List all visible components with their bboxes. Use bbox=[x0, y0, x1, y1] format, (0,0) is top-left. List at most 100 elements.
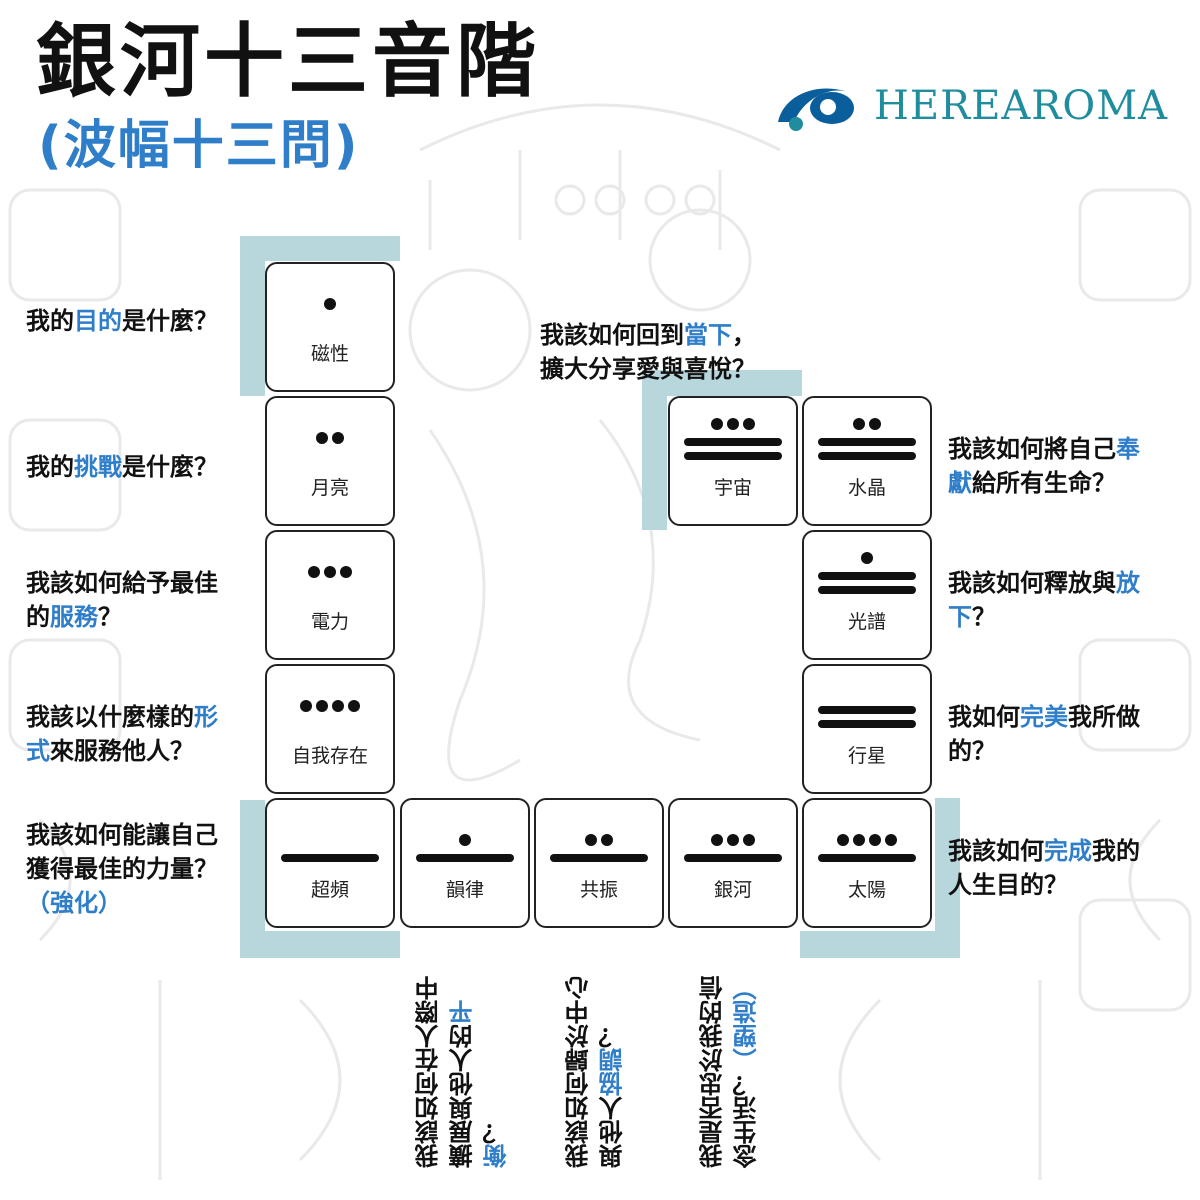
tone-card-4: 自我存在 bbox=[265, 664, 395, 794]
question-text: 獲得最佳的力量？ bbox=[26, 855, 218, 883]
tone-card-11: 光譜 bbox=[802, 530, 932, 660]
tone-name: 電力 bbox=[310, 611, 349, 633]
question-keyword: 平 bbox=[449, 1000, 477, 1024]
highlight-bracket bbox=[800, 931, 960, 958]
bar-mark bbox=[818, 586, 916, 594]
dot-mark bbox=[585, 834, 597, 846]
question-keyword: 放 bbox=[1116, 569, 1140, 597]
dot-mark bbox=[861, 552, 873, 564]
question-keyword: 衡 bbox=[483, 1144, 511, 1168]
tone-card-12: 水晶 bbox=[802, 396, 932, 526]
page-subtitle: (波幅十三問) bbox=[38, 116, 360, 176]
bar-mark bbox=[818, 452, 916, 460]
tone-glyph-icon bbox=[416, 834, 514, 862]
dot-mark bbox=[316, 700, 328, 712]
dot-mark bbox=[332, 700, 344, 712]
tone-card-9: 太陽 bbox=[802, 798, 932, 928]
bar-mark bbox=[818, 854, 916, 862]
tone-card-2: 月亮 bbox=[265, 396, 395, 526]
question-4: 我該以什麼樣的形 式來服務他人？ bbox=[26, 700, 218, 768]
tone-name: 銀河 bbox=[713, 879, 752, 901]
tone-glyph-icon bbox=[818, 706, 916, 728]
question-2: 我的挑戰是什麼？ bbox=[26, 450, 218, 484]
question-text: 念生活？ bbox=[733, 1072, 761, 1168]
question-5: 我該如何能讓自己 獲得最佳的力量？ （強化） bbox=[26, 818, 218, 920]
question-keyword: （強化） bbox=[26, 889, 122, 917]
dot-mark bbox=[601, 834, 613, 846]
dot-mark bbox=[324, 566, 336, 578]
question-keyword: 完成 bbox=[1044, 837, 1092, 865]
question-6: 我該如何在人際中 擴展與他人的平 衡？ bbox=[412, 942, 514, 1168]
bar-mark bbox=[416, 854, 514, 862]
question-text: 我該如何在人際中 bbox=[415, 976, 443, 1168]
tone-name: 韻律 bbox=[445, 879, 484, 901]
dot-mark bbox=[743, 834, 755, 846]
tone-name: 光譜 bbox=[847, 611, 886, 633]
question-keyword: 挑戰 bbox=[74, 453, 122, 481]
question-keyword: 當下 bbox=[684, 321, 732, 349]
question-text: ？ bbox=[483, 1120, 511, 1144]
tone-glyph-icon bbox=[818, 552, 916, 594]
question-3: 我該如何給予最佳 的服務？ bbox=[26, 566, 218, 634]
dot-mark bbox=[711, 834, 723, 846]
dot-mark bbox=[316, 432, 328, 444]
bar-mark bbox=[684, 854, 782, 862]
question-text: 是什麼？ bbox=[122, 453, 218, 481]
question-text: 我的 bbox=[1092, 837, 1140, 865]
question-keyword: （塑造） bbox=[733, 976, 761, 1072]
dot-mark bbox=[332, 432, 344, 444]
tone-card-10: 行星 bbox=[802, 664, 932, 794]
tone-glyph-icon bbox=[281, 854, 379, 862]
tone-glyph-icon bbox=[316, 432, 344, 444]
question-text: 我該如何回到 bbox=[540, 321, 684, 349]
brand-logo: HEREAROMA bbox=[774, 80, 1167, 132]
question-text: 我該如何能讓自己 bbox=[26, 821, 218, 849]
question-text: 擴大分享愛與喜悅？ bbox=[540, 355, 756, 383]
question-text: 我該如何釋放與 bbox=[948, 569, 1116, 597]
question-keyword: 完美 bbox=[1020, 703, 1068, 731]
tone-name: 宇宙 bbox=[713, 477, 752, 499]
question-keyword: 服務 bbox=[50, 603, 98, 631]
tone-name: 水晶 bbox=[847, 477, 886, 499]
dot-mark bbox=[711, 418, 723, 430]
question-11: 我該如何釋放與放 下？ bbox=[948, 566, 1140, 634]
question-keyword: 下 bbox=[948, 603, 972, 631]
tone-glyph-icon bbox=[300, 700, 360, 712]
highlight-bracket bbox=[240, 236, 400, 261]
tone-name: 自我存在 bbox=[291, 745, 368, 767]
question-text: 來服務他人？ bbox=[50, 737, 194, 765]
question-text: ？ bbox=[972, 603, 996, 631]
tone-glyph-icon bbox=[684, 834, 782, 862]
tone-glyph-icon bbox=[324, 298, 336, 310]
question-13: 我該如何回到當下， 擴大分享愛與喜悅？ bbox=[540, 318, 756, 386]
dot-mark bbox=[300, 700, 312, 712]
tone-name: 磁性 bbox=[310, 343, 349, 365]
tone-card-5: 超頻 bbox=[265, 798, 395, 928]
question-text: 我是否忠於我的信 bbox=[699, 976, 727, 1168]
question-text: ， bbox=[732, 321, 756, 349]
question-text: 人生目的？ bbox=[948, 871, 1068, 899]
page-title: 銀河十三音階 bbox=[36, 15, 540, 108]
question-9: 我該如何完成我的 人生目的？ bbox=[948, 834, 1140, 902]
question-text: 我所做 bbox=[1068, 703, 1140, 731]
dot-mark bbox=[324, 298, 336, 310]
tone-name: 月亮 bbox=[310, 477, 349, 499]
tone-glyph-icon bbox=[550, 834, 648, 862]
tone-card-13: 宇宙 bbox=[668, 396, 798, 526]
question-10: 我如何完美我所做 的？ bbox=[948, 700, 1140, 768]
question-text: 我如何 bbox=[948, 703, 1020, 731]
bar-mark bbox=[818, 438, 916, 446]
question-text: 與他人 bbox=[599, 1096, 627, 1168]
bar-mark bbox=[818, 706, 916, 714]
bar-mark bbox=[281, 854, 379, 862]
dot-mark bbox=[727, 834, 739, 846]
dot-mark bbox=[340, 566, 352, 578]
question-text: 的？ bbox=[948, 737, 996, 765]
highlight-bracket bbox=[642, 370, 802, 396]
tone-card-7: 共振 bbox=[534, 798, 664, 928]
tone-name: 超頻 bbox=[310, 879, 349, 901]
highlight-bracket bbox=[642, 370, 667, 530]
dot-mark bbox=[727, 418, 739, 430]
question-text: ？ bbox=[98, 603, 122, 631]
